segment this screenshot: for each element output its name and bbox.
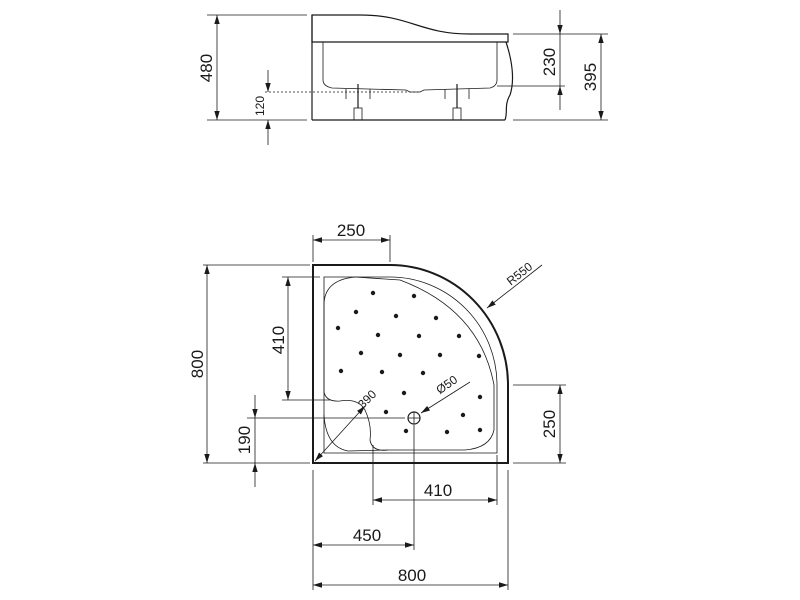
leg-right (444, 84, 470, 121)
side-elevation: 480 120 230 395 (197, 10, 608, 145)
anti-slip-dot (370, 290, 376, 296)
dim-basin-side: 410 (269, 326, 288, 354)
dim-right-straight: 250 (540, 410, 559, 438)
anti-slip-dot (456, 333, 462, 339)
anti-slip-dot (437, 352, 443, 358)
anti-slip-dot (476, 353, 482, 359)
anti-slip-dot (353, 309, 359, 315)
anti-slip-dot (379, 369, 385, 375)
dim-basin-bottom: 410 (424, 481, 452, 500)
dim-total-depth: 800 (188, 350, 207, 378)
anti-slip-dot (335, 325, 341, 331)
dim-total-width: 800 (398, 566, 426, 585)
anti-slip-dot (358, 350, 364, 356)
anti-slip-dot (397, 352, 403, 358)
tray-outer-outline (312, 264, 509, 464)
anti-slip-dot (383, 409, 389, 415)
anti-slip-dot (460, 412, 466, 418)
plan-view: 250 800 410 190 250 R550 390 Ø50 410 (188, 221, 566, 590)
tray-front-apron (504, 41, 514, 121)
dim-drain-offset-y: 190 (235, 426, 254, 454)
dim-front-height: 395 (581, 63, 600, 91)
tray-inner-rim (323, 276, 498, 454)
dim-total-height: 480 (197, 54, 216, 82)
anti-slip-dot (375, 332, 381, 338)
basin-outline (322, 42, 498, 93)
anti-slip-dot (433, 315, 439, 321)
anti-slip-dot (338, 368, 344, 374)
dim-leg-height: 120 (253, 96, 267, 116)
dim-drain-diameter: Ø50 (433, 372, 460, 397)
anti-slip-dots (335, 290, 483, 435)
anti-slip-dot (420, 370, 426, 376)
anti-slip-dot (393, 313, 399, 319)
anti-slip-dot (411, 293, 417, 299)
leg-left (345, 84, 371, 121)
anti-slip-dot (403, 428, 409, 434)
dim-corner-width: 250 (337, 221, 365, 240)
basin-floor-outline (323, 276, 495, 451)
anti-slip-dot (477, 427, 483, 433)
anti-slip-dot (416, 333, 422, 339)
tray-top-profile (311, 14, 509, 43)
anti-slip-dot (401, 390, 407, 396)
dim-radius: R550 (504, 259, 535, 288)
dim-basin-depth: 230 (540, 48, 559, 76)
dim-diagonal: 390 (355, 387, 379, 411)
dim-drain-offset-x: 450 (353, 526, 381, 545)
anti-slip-dot (477, 394, 483, 400)
drain (407, 411, 421, 425)
anti-slip-dot (444, 429, 450, 435)
